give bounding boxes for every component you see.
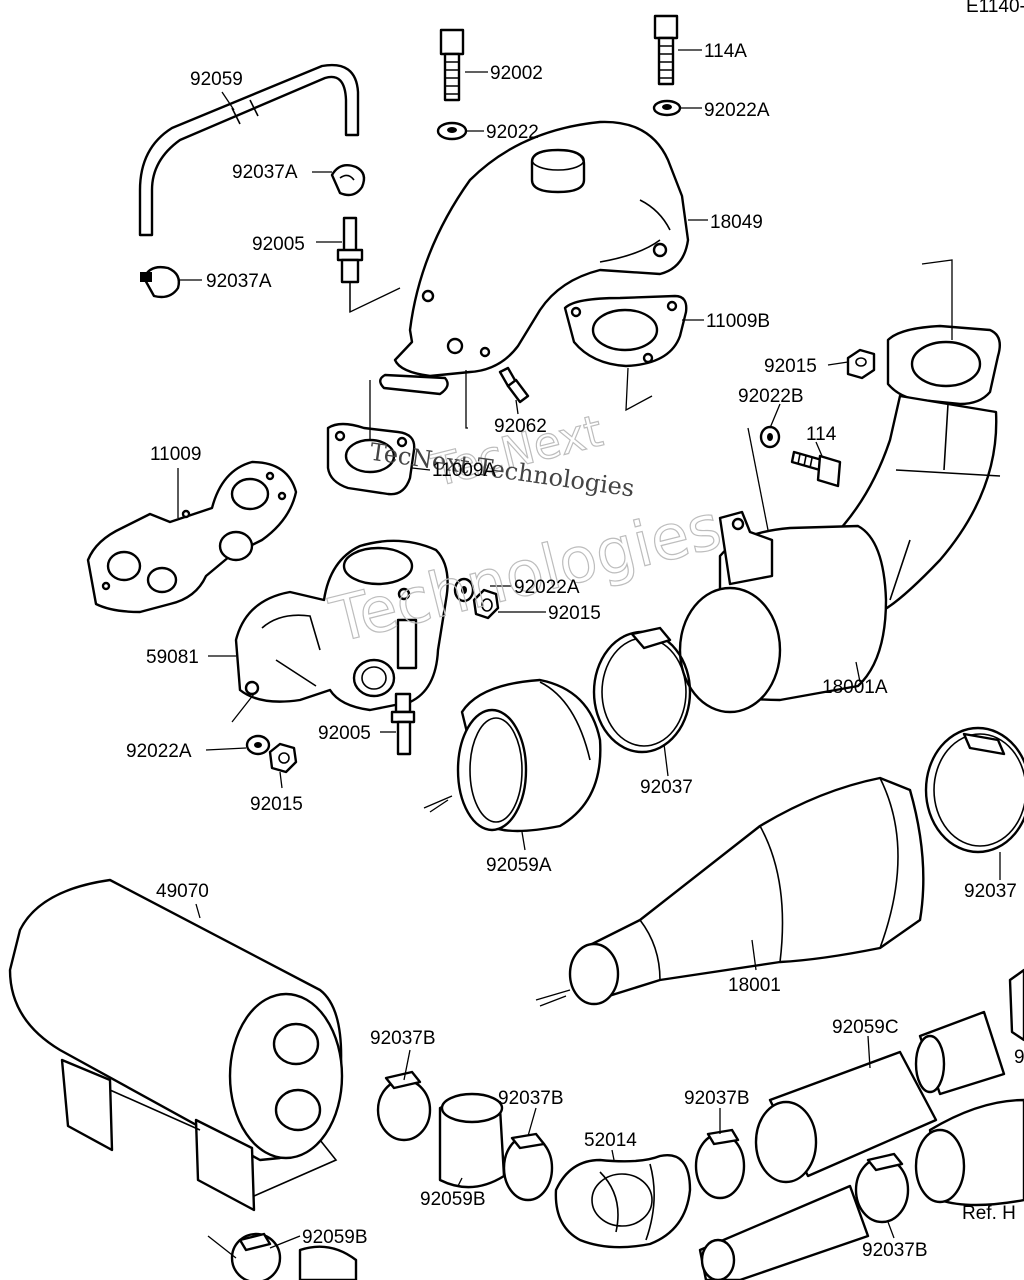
- gasket-11009b: [563, 294, 688, 368]
- sleeve-92059b-lower: [298, 1245, 358, 1280]
- label-92022a-1: 92022A: [704, 100, 770, 121]
- label-92015-1: 92015: [764, 356, 817, 377]
- label-52014: 52014: [584, 1130, 637, 1151]
- washer-92022a-mid: [453, 577, 475, 603]
- elbow-52014: [554, 1154, 692, 1249]
- label-92015-2: 92015: [548, 603, 601, 624]
- clamp-92037b-d: [854, 1152, 910, 1224]
- clamp-92037b-a: [376, 1070, 432, 1142]
- sleeve-92059b: [438, 1092, 506, 1189]
- watermark: TecNext TecNext Technologies Technologie…: [322, 405, 728, 658]
- washer-92022b: [759, 425, 781, 449]
- label-92002: 92002: [490, 63, 543, 84]
- label-92015-3: 92015: [250, 794, 303, 815]
- chamber-18001a: [678, 324, 1001, 714]
- label-11009: 11009: [150, 444, 201, 465]
- label-92022a-2: 92022A: [514, 577, 580, 598]
- muffler-49070: [8, 878, 344, 1212]
- label-92037b-4: 92037B: [862, 1240, 928, 1261]
- label-114: 114: [806, 424, 837, 445]
- label-92022b: 92022B: [738, 386, 804, 407]
- part-labels: E1140-0 92059 92037A 92005 92037A 92002 …: [126, 0, 1024, 1261]
- pipe-18001: [568, 776, 925, 1006]
- label-11009a: 11009A: [432, 460, 496, 481]
- leader-lines: [177, 49, 1001, 1259]
- label-92062: 92062: [494, 416, 547, 437]
- fitting-92005-lower: [390, 692, 416, 756]
- label-92005-2: 92005: [318, 723, 371, 744]
- bolt-92002: [439, 28, 465, 102]
- label-92022a-3: 92022A: [126, 741, 192, 762]
- clamp-92037b-e: [230, 1232, 282, 1280]
- bolt-114: [790, 450, 842, 488]
- label-92037a-1: 92037A: [232, 162, 298, 183]
- label-92059c: 92059C: [832, 1017, 899, 1038]
- nut-92015-mid: [472, 588, 500, 620]
- clamp-92037b-c: [694, 1128, 746, 1200]
- clip-92037a-upper: [330, 164, 366, 197]
- washer-92022: [436, 121, 468, 141]
- label-92005-1: 92005: [252, 234, 305, 255]
- adapter-59081: [234, 539, 449, 712]
- label-18001: 18001: [728, 975, 781, 996]
- label-49070: 49070: [156, 881, 209, 902]
- fitting-92005-upper: [336, 216, 364, 312]
- label-92059b-1: 92059B: [420, 1189, 486, 1210]
- label-92059b-2: 92059B: [302, 1227, 368, 1248]
- label-92037a-2: 92037A: [206, 271, 272, 292]
- label-92037-1: 92037: [640, 777, 693, 798]
- ref-note: Ref. H: [962, 1203, 1016, 1224]
- washer-92022a-top: [652, 99, 682, 117]
- hose-92059c: [754, 1010, 1006, 1184]
- clamp-92037b-b: [502, 1132, 554, 1202]
- clamp-92037-left: [592, 626, 692, 754]
- label-114a: 114A: [704, 41, 747, 62]
- manifold-18049: [379, 120, 690, 396]
- label-92037b-1: 92037B: [370, 1028, 436, 1049]
- hose-92059: [138, 63, 360, 237]
- gasket-11009: [86, 460, 298, 614]
- bolt-114a: [653, 14, 679, 86]
- fitting-92062: [498, 366, 530, 404]
- label-92037b-2: 92037B: [498, 1088, 564, 1109]
- nut-92015-low: [268, 742, 298, 774]
- label-18049: 18049: [710, 212, 763, 233]
- clamp-92037-right: [924, 726, 1024, 854]
- label-59081: 59081: [146, 647, 199, 668]
- label-18001a: 18001A: [822, 677, 888, 698]
- hose-92059a: [456, 678, 602, 833]
- label-92037b-3: 92037B: [684, 1088, 750, 1109]
- label-cut-off: 9: [1014, 1047, 1024, 1068]
- label-92059: 92059: [190, 69, 243, 90]
- ref-code: E1140-0: [966, 0, 1024, 17]
- washer-92022a-low: [245, 734, 271, 756]
- label-92037-2: 92037: [964, 881, 1017, 902]
- label-92022: 92022: [486, 122, 539, 143]
- label-11009b: 11009B: [706, 311, 770, 332]
- nut-92015-upper: [846, 348, 876, 380]
- clip-92037a-lower: [140, 265, 181, 299]
- watermark-big: Technologies: [323, 490, 728, 657]
- label-92059a: 92059A: [486, 855, 552, 876]
- pipe-lower-partial: [698, 968, 1024, 1280]
- gasket-11009a: [326, 422, 416, 496]
